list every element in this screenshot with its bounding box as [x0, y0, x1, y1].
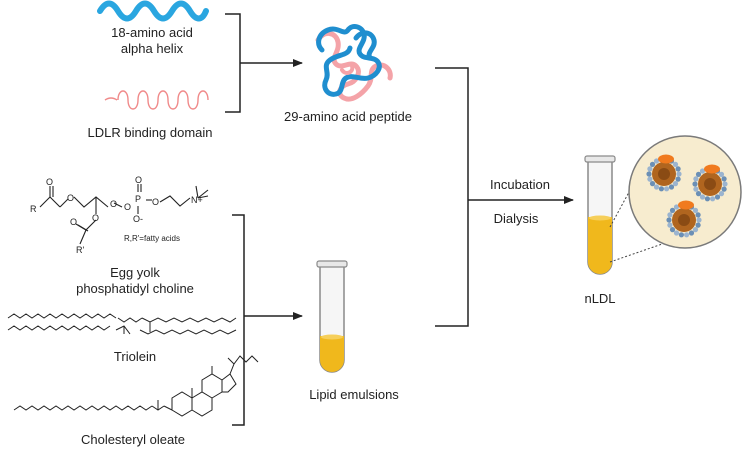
- nldl-tube: [584, 155, 616, 275]
- alpha-helix-label-line1: 18-amino acid: [111, 25, 193, 40]
- dialysis-label: Dialysis: [493, 211, 539, 226]
- atom-o: O: [124, 202, 131, 212]
- nldl-particle-icon: [692, 164, 728, 202]
- atom-r-prime: R': [76, 245, 84, 255]
- ldlr-binding-label: LDLR binding domain: [87, 125, 213, 140]
- incubation-bracket: [435, 67, 469, 327]
- atom-o: O: [152, 197, 159, 207]
- nldl-particle-icon: [646, 154, 682, 192]
- atom-r: R: [30, 204, 37, 214]
- lipid-emulsion-tube: [316, 260, 348, 373]
- alpha-helix-icon: [97, 0, 209, 22]
- peptide-label: 29-amino acid peptide: [284, 109, 412, 124]
- cholesteryl-oleate-structure: [13, 355, 259, 417]
- atom-o: O: [46, 177, 53, 187]
- atom-p: P: [135, 194, 141, 204]
- alpha-helix-label-line2: alpha helix: [120, 41, 184, 56]
- egg-yolk-label-line2: phosphatidyl choline: [76, 281, 194, 296]
- cholesteryl-oleate-label: Cholesteryl oleate: [80, 432, 186, 447]
- lipid-emulsions-label: Lipid emulsions: [309, 387, 399, 402]
- fatty-acid-note: R,R'=fatty acids: [124, 234, 180, 243]
- atom-n-plus: N+: [191, 195, 203, 205]
- atom-o: O: [110, 199, 117, 209]
- nldl-label: nLDL: [584, 291, 616, 306]
- peptide-bracket: [225, 13, 241, 113]
- atom-o: O: [70, 217, 77, 227]
- peptide-icon: [315, 24, 393, 102]
- ldlr-binding-domain-icon: [104, 90, 209, 110]
- incubation-label: Incubation: [490, 177, 550, 192]
- triolein-label: Triolein: [113, 349, 157, 364]
- phosphatidylcholine-structure: [39, 184, 209, 245]
- atom-o: O: [67, 193, 74, 203]
- atom-o-minus: O-: [133, 214, 143, 224]
- phosphatidylcholine-atoms: R O O O O R' O P O O O- O N+: [30, 175, 203, 255]
- zoom-line-bottom: [609, 241, 669, 263]
- egg-yolk-label-line1: Egg yolk: [110, 265, 160, 280]
- nldl-zoom-circle: [628, 135, 742, 249]
- nldl-particle-icon: [666, 200, 702, 238]
- atom-o: O: [135, 175, 142, 185]
- atom-o: O: [92, 213, 99, 223]
- lipid-bracket: [232, 214, 245, 426]
- triolein-structure: [7, 313, 237, 335]
